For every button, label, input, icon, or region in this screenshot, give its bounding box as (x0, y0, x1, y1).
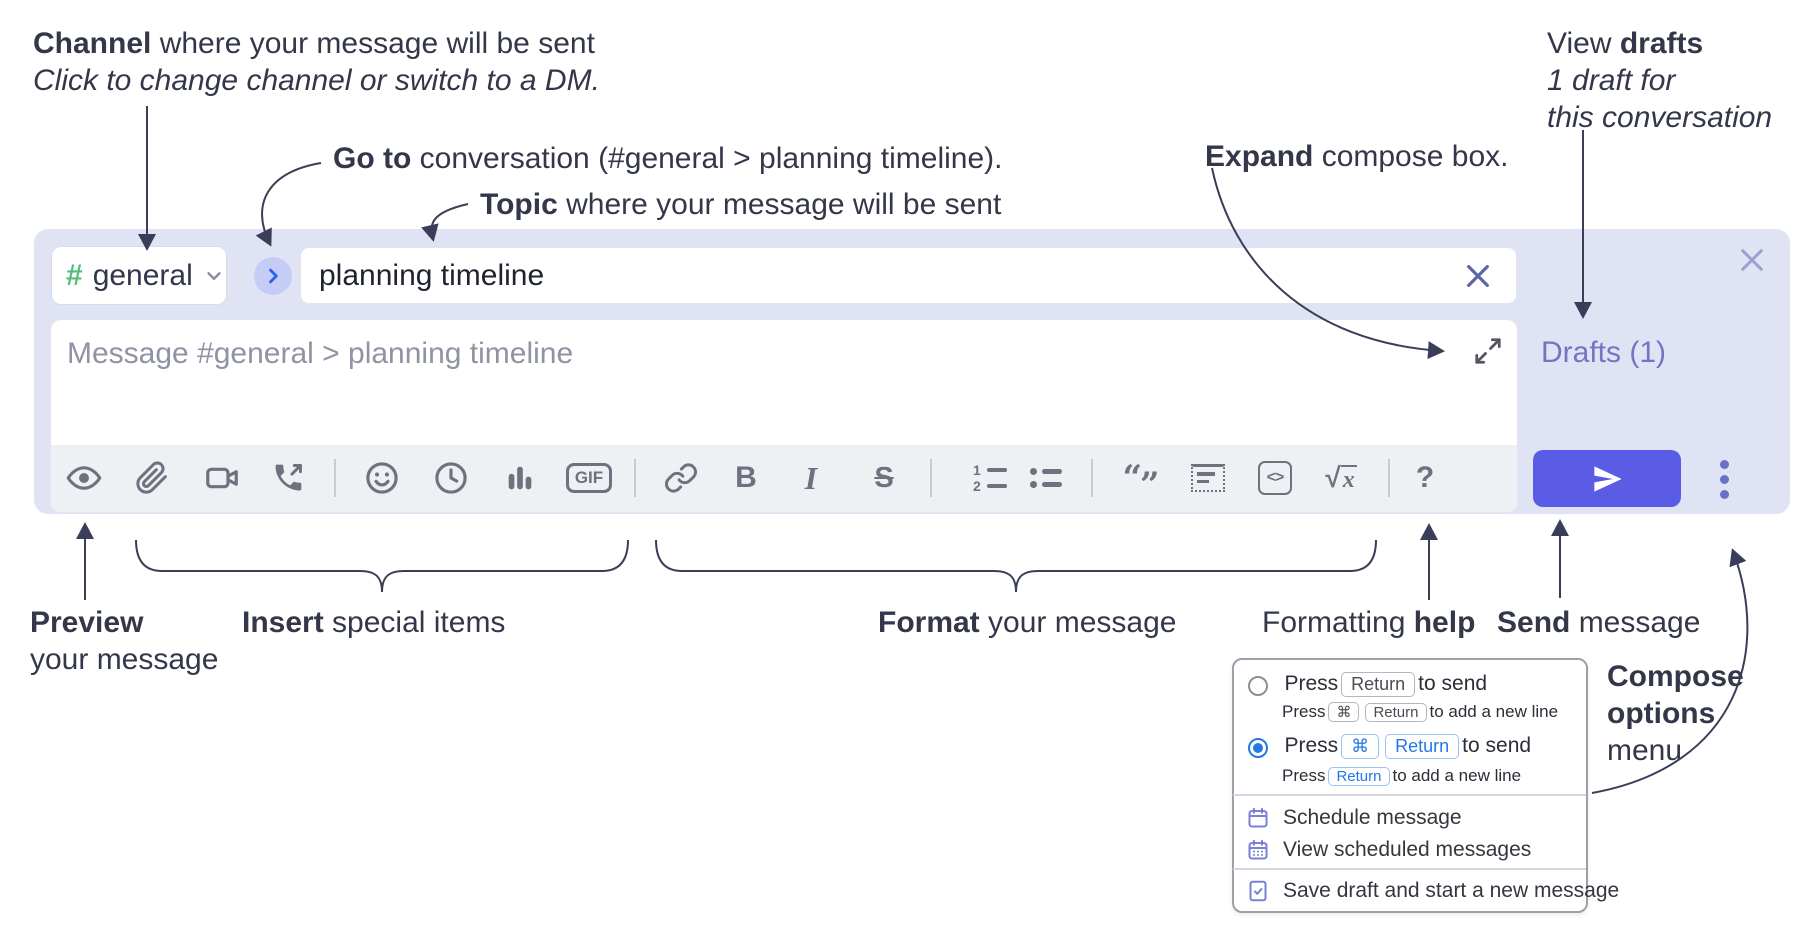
strikethrough-button[interactable]: S (862, 456, 906, 500)
spoiler-button[interactable] (1186, 456, 1230, 500)
channel-hash-icon: # (66, 258, 83, 292)
menu-divider (1233, 794, 1586, 796)
expand-compose-icon[interactable] (1473, 336, 1503, 366)
drafts-link[interactable]: Drafts (1) (1541, 336, 1667, 369)
eye-icon (66, 460, 102, 496)
annotation-view-drafts: View drafts 1 draft for this conversatio… (1547, 27, 1773, 134)
annotation-formatting-help: Formatting help (1262, 606, 1476, 639)
preview-button[interactable] (62, 456, 106, 500)
bulleted-list-button[interactable] (1024, 456, 1068, 500)
code-icon: <> (1258, 461, 1292, 495)
italic-icon: I (804, 459, 818, 496)
numbered-list-button[interactable]: 1 2 (968, 456, 1012, 500)
channel-name: general (92, 258, 193, 292)
return-key: Return (1328, 767, 1390, 786)
link-button[interactable] (659, 456, 703, 500)
go-to-conversation-button[interactable] (254, 257, 292, 295)
math-button[interactable]: √x (1319, 456, 1363, 500)
annotation-compose-options: Compose options menu (1607, 660, 1744, 767)
annotation-preview: Preview your message (30, 606, 219, 676)
question-mark-icon: ? (1415, 461, 1435, 494)
voice-call-button[interactable] (266, 456, 310, 500)
annotation-expand: Expand compose box. (1205, 140, 1509, 173)
toolbar-divider (334, 459, 336, 497)
chevron-right-icon (263, 266, 283, 286)
vertical-dots-icon (1719, 459, 1729, 469)
close-compose-icon[interactable] (1736, 244, 1768, 276)
math-icon: √x (1325, 462, 1357, 493)
time-button[interactable] (429, 456, 473, 500)
message-placeholder: Message #general > planning timeline (67, 337, 574, 370)
italic-button[interactable]: I (789, 456, 833, 500)
channel-selector[interactable]: # general (52, 247, 226, 304)
code-button[interactable]: <> (1253, 456, 1297, 500)
gif-icon: GIF (565, 463, 613, 493)
video-call-button[interactable] (200, 456, 244, 500)
poll-button[interactable] (498, 456, 542, 500)
radio-unselected-icon[interactable] (1248, 675, 1268, 696)
annotation-send: Send message (1497, 606, 1701, 639)
menu-divider (1233, 868, 1586, 870)
attach-file-button[interactable] (130, 456, 174, 500)
cmd-key: ⌘ (1328, 702, 1360, 722)
quote-button[interactable]: “” (1118, 456, 1162, 505)
bold-icon: B (735, 461, 757, 494)
video-camera-icon (204, 460, 240, 496)
bulleted-list-icon (1030, 468, 1062, 488)
return-key: Return (1341, 672, 1416, 697)
gif-button[interactable]: GIF (565, 456, 613, 500)
link-icon (664, 461, 698, 495)
menu-item-view-scheduled-messages[interactable]: View scheduled messages (1246, 838, 1531, 862)
calendar-icon (1246, 806, 1270, 830)
strikethrough-icon: S (874, 461, 894, 494)
clock-icon (433, 460, 469, 496)
emoji-button[interactable] (360, 456, 404, 500)
toolbar-divider (634, 459, 636, 497)
return-key: Return (1385, 734, 1460, 759)
spoiler-icon (1191, 464, 1225, 492)
draft-check-icon (1246, 879, 1270, 903)
bold-button[interactable]: B (724, 456, 768, 500)
clear-topic-icon[interactable] (1462, 260, 1494, 292)
annotation-channel: Channel where your message will be sent … (33, 27, 600, 97)
compose-options-menu (1232, 658, 1588, 913)
toolbar-divider (1091, 459, 1093, 497)
menu-item-save-draft[interactable]: Save draft and start a new message (1246, 879, 1619, 903)
send-button[interactable] (1533, 450, 1681, 507)
return-key: Return (1365, 703, 1427, 722)
brace-format (655, 539, 1377, 593)
calendar-dots-icon (1246, 838, 1270, 862)
phone-outgoing-icon (271, 461, 305, 495)
toolbar-divider (930, 459, 932, 497)
brace-insert (135, 539, 629, 593)
paperclip-icon (135, 461, 169, 495)
menu-item-schedule-message[interactable]: Schedule message (1246, 806, 1462, 830)
toolbar-divider (1388, 459, 1390, 497)
quote-icon: “” (1122, 458, 1159, 505)
cmd-key: ⌘ (1341, 734, 1380, 759)
bar-chart-icon (503, 461, 537, 495)
annotation-topic: Topic where your message will be sent (480, 188, 1002, 221)
send-icon (1591, 463, 1623, 495)
compose-toolbar (51, 445, 1517, 512)
radio-selected-icon[interactable] (1248, 737, 1268, 758)
annotation-go-to: Go to conversation (#general > planning … (333, 142, 1003, 175)
smiley-icon (364, 460, 400, 496)
topic-input[interactable] (300, 247, 1517, 304)
compose-options-menu-button[interactable] (1710, 455, 1738, 503)
annotation-format: Format your message (878, 606, 1177, 639)
chevron-down-icon (203, 265, 225, 287)
formatting-help-button[interactable]: ? (1403, 456, 1447, 500)
numbered-list-icon: 1 2 (973, 463, 1007, 493)
annotation-insert: Insert special items (242, 606, 506, 639)
